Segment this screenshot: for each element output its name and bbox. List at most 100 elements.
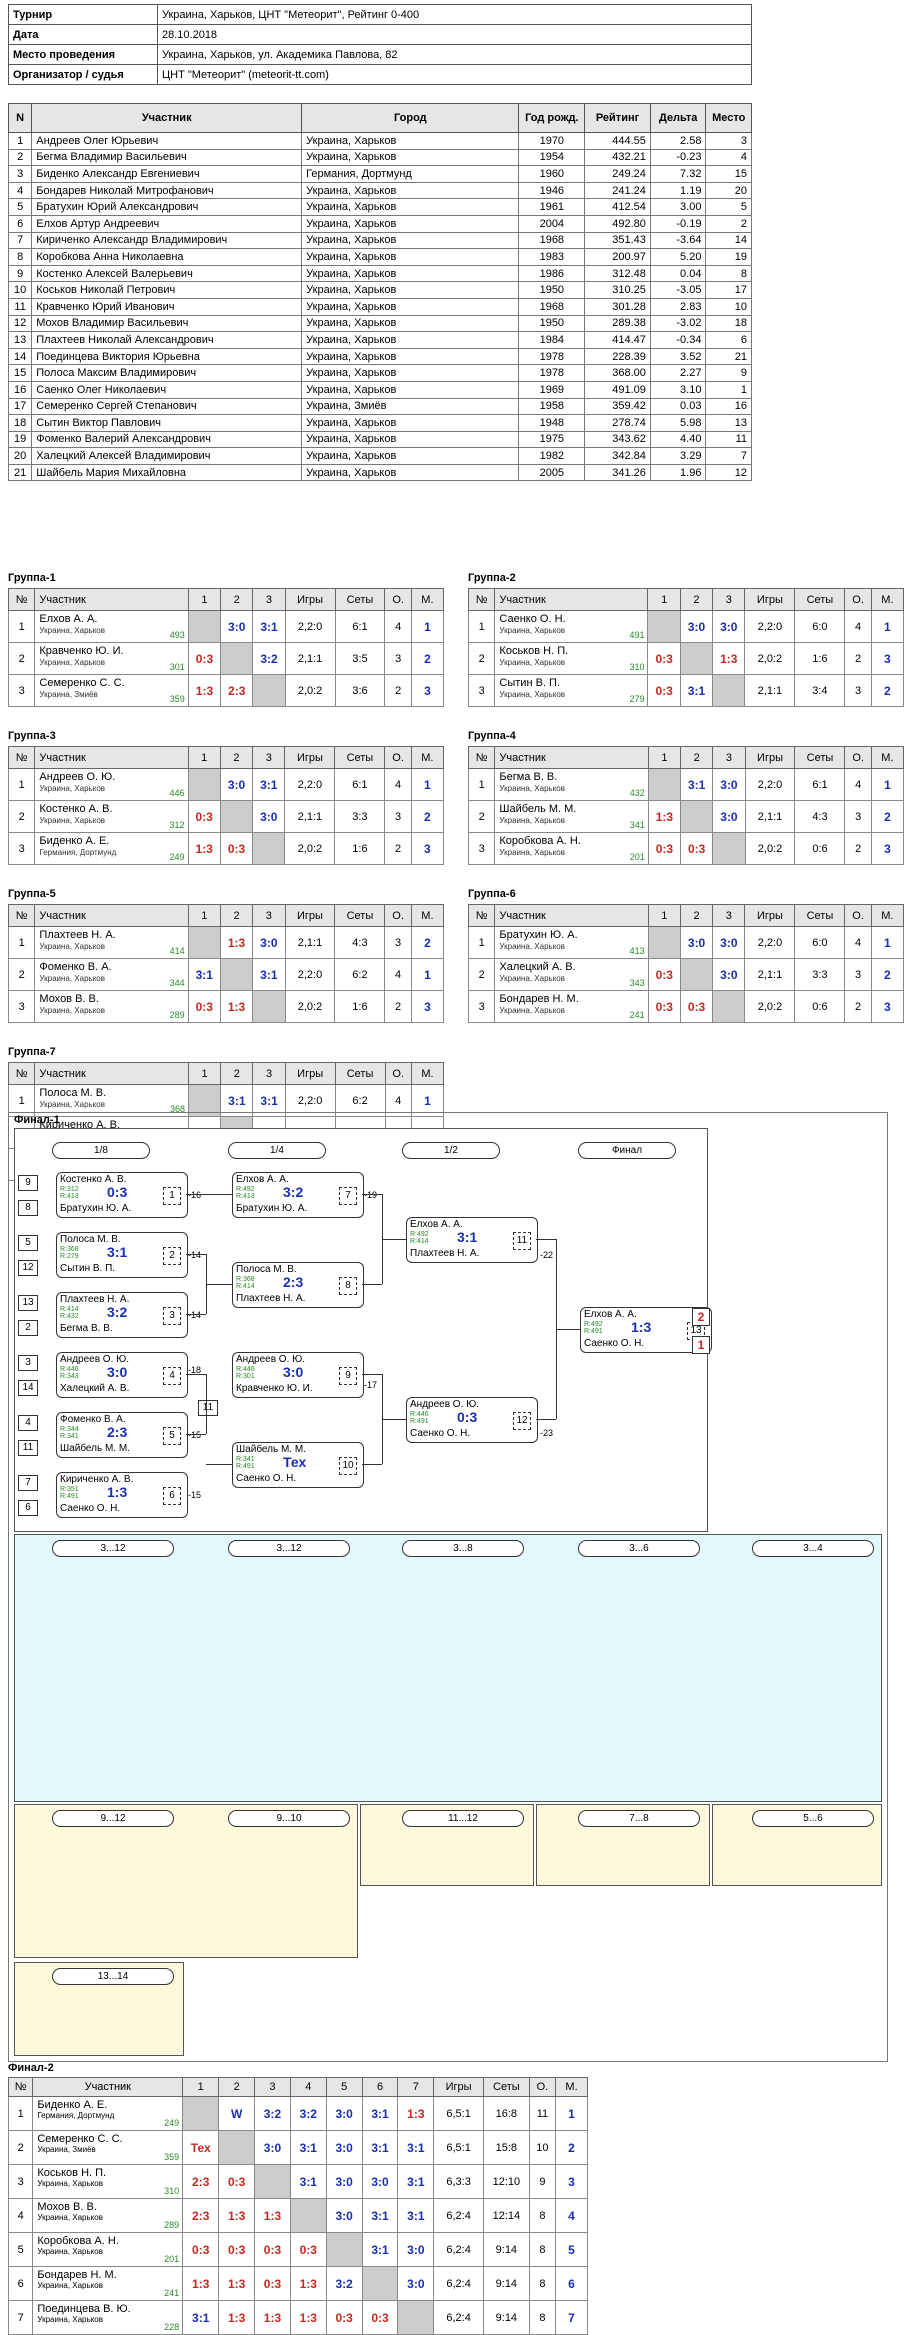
player-city: Украина, Харьков	[37, 2213, 103, 2222]
group-score-cell	[252, 832, 286, 865]
match-score: 3:0	[227, 777, 246, 792]
table-cell: 1	[7, 132, 33, 150]
final2-score-cell: 0:3	[182, 2232, 220, 2267]
match-score: 0:3	[299, 2242, 317, 2257]
final2-score-cell: 0:3	[361, 2300, 399, 2335]
group-points: 2	[384, 674, 412, 707]
bracket-connector	[206, 1284, 232, 1285]
group-header-cell: О.	[844, 588, 872, 611]
group-row-number: 3	[467, 674, 496, 707]
table-cell: Фоменко Валерий Александрович	[31, 430, 303, 449]
group-title: Группа-5	[8, 888, 56, 900]
group-header-cell: 2	[679, 588, 714, 611]
final2-score-cell: 3:2	[254, 2096, 291, 2131]
group-games: 2,1:1	[284, 800, 336, 833]
seed-number: 12	[18, 1260, 38, 1276]
group-header-cell: 1	[647, 746, 682, 769]
group-row-number: 1	[7, 1084, 36, 1117]
table-cell: Украина, Харьков	[301, 414, 520, 432]
group-points: 4	[384, 1084, 412, 1117]
player-city: Украина, Харьков	[39, 784, 106, 793]
group-score-cell	[679, 642, 714, 675]
group-title: Группа-2	[468, 572, 516, 584]
player-name: Коськов Н. П.	[499, 645, 569, 657]
table-cell: 1970	[518, 132, 586, 150]
match-score: 3:2	[335, 2276, 353, 2291]
group-header-cell: Игры	[744, 904, 796, 927]
group-points: 4	[384, 610, 412, 643]
group-header-cell: Игры	[744, 588, 796, 611]
table-cell: 17	[7, 397, 33, 416]
group-points: 2	[844, 642, 872, 675]
table-cell: 1984	[518, 331, 586, 349]
final2-score-cell: 3:2	[325, 2266, 363, 2301]
match-score: 2:3	[107, 1424, 128, 1440]
table-cell: Украина, Харьков	[301, 463, 520, 482]
match-score: 0:3	[107, 1184, 128, 1200]
match-score: 3:0	[720, 777, 738, 792]
player-rating: 249	[164, 2118, 180, 2128]
final2-row-number: 4	[7, 2198, 34, 2233]
match-score: 3:1	[260, 777, 278, 792]
player-city: Украина, Харьков	[499, 658, 566, 667]
group-score-cell: 0:3	[647, 642, 681, 675]
table-cell: 1968	[518, 231, 586, 250]
player-city: Украина, Харьков	[499, 974, 565, 983]
match-score: 3:0	[335, 2174, 353, 2189]
group-score-cell: 3:1	[680, 768, 714, 801]
player-name: Братухин Ю. А.	[499, 929, 578, 941]
group-place: 2	[870, 958, 905, 991]
group-score-cell: 3:1	[252, 958, 286, 991]
final2-score-cell: 3:1	[397, 2164, 435, 2199]
round-label: 3...12	[228, 1540, 350, 1557]
final2-header-cell: 1	[182, 2077, 220, 2097]
group-games: 2,0:2	[744, 832, 796, 865]
match-score: 1:3	[631, 1319, 652, 1335]
group-title: Группа-3	[8, 730, 56, 742]
player-name: Плахтеев Н. А.	[39, 929, 116, 941]
feed-label: -18	[188, 1365, 202, 1375]
table-cell: 13	[7, 331, 33, 349]
player-city: Украина, Харьков	[499, 942, 565, 951]
group-score-cell: 0:3	[187, 990, 221, 1023]
match-score: 3:0	[260, 809, 278, 824]
table-cell: 1982	[518, 447, 586, 465]
match-score: 1:3	[227, 999, 246, 1014]
match-score: 3:0	[283, 1364, 304, 1380]
match-number: 1	[163, 1187, 181, 1205]
round-label: 1/8	[52, 1142, 150, 1159]
col-n: N	[7, 103, 33, 133]
rating-a: R:446	[236, 1366, 255, 1373]
match-score: 0:3	[335, 2310, 353, 2325]
group-header-cell: 3	[252, 904, 286, 927]
group-header-cell: 3	[252, 588, 286, 611]
table-cell: 8	[7, 248, 33, 266]
group-header-cell: Сеты	[334, 904, 386, 927]
match-player-a: Кириченко А. В.	[60, 1474, 134, 1485]
table-cell: Семеренко Сергей Степанович	[31, 397, 303, 416]
table-cell: -0.34	[649, 331, 707, 349]
player-city: Украина, Харьков	[39, 658, 105, 667]
table-cell: 16	[7, 380, 33, 399]
match-number: 12	[513, 1412, 531, 1430]
seed-number: 13	[18, 1295, 38, 1311]
group-score-cell: 0:3	[647, 674, 681, 707]
group-sets: 6:0	[794, 926, 846, 959]
bracket-connector	[382, 1239, 406, 1240]
final2-score-cell: 3:0	[361, 2164, 399, 2199]
